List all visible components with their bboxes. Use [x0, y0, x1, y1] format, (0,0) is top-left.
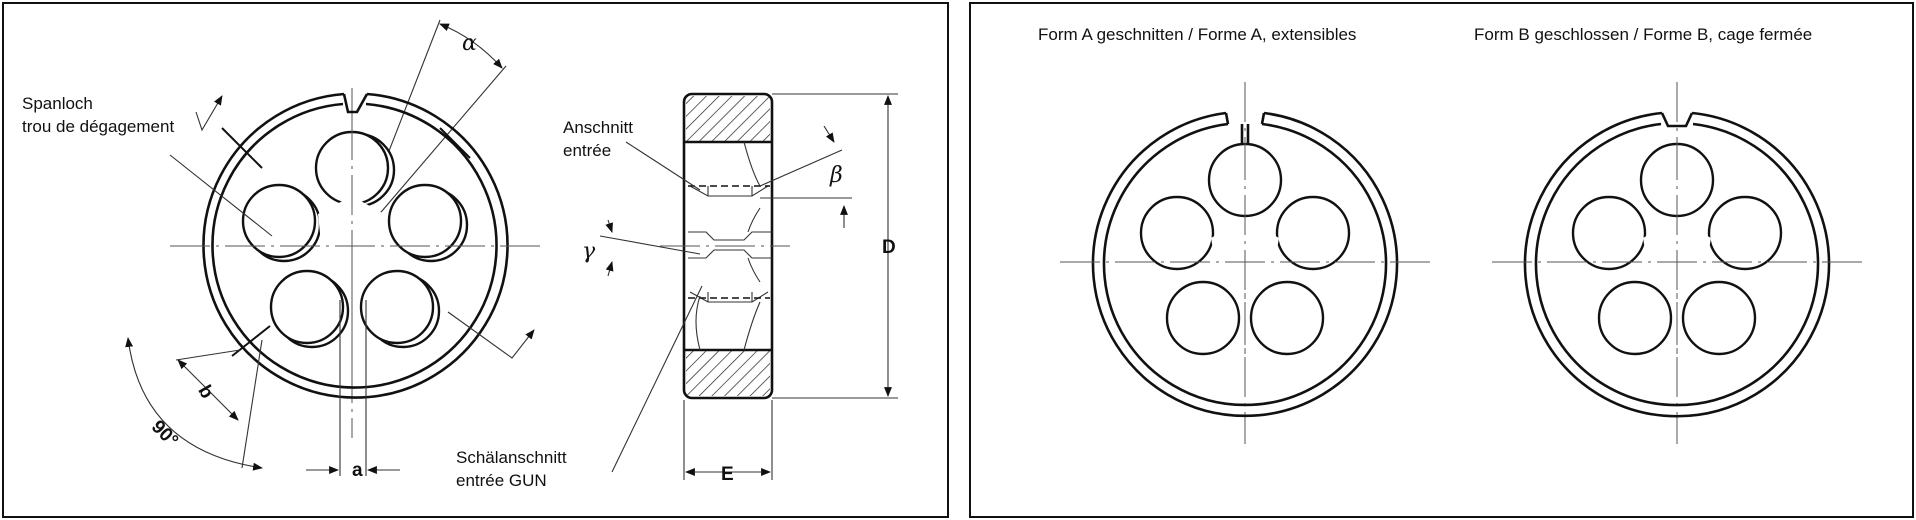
- gamma-line: [599, 235, 701, 255]
- schaelanschnitt-label-fr: entrée GUN: [456, 471, 547, 490]
- form-b-notch: [1660, 112, 1694, 128]
- schaelanschnitt-label: Schälanschnitt: [456, 448, 567, 467]
- form-b-inner-ring: [1534, 122, 1820, 407]
- anschnitt-label-fr: entrée: [563, 141, 611, 160]
- spanloch-label-fr: trou de dégagement: [22, 117, 174, 136]
- side-section-view: [599, 92, 898, 480]
- top-notch: [342, 93, 369, 114]
- form-b-outer-ring: [1523, 111, 1831, 418]
- outer-ring: [202, 92, 509, 399]
- beta-symbol: β: [829, 163, 843, 188]
- lower-chamfer: [689, 291, 769, 303]
- a-dimension-label: a: [352, 460, 363, 481]
- form-a-split: [1224, 112, 1266, 125]
- right-angle-arc: [125, 337, 263, 471]
- form-a-inner-ring: [1102, 122, 1388, 407]
- gun-entry-curve: [695, 295, 701, 351]
- b-dimension-label: b: [193, 382, 217, 403]
- center-bore: [688, 231, 772, 259]
- rotation-indicator: [447, 311, 535, 359]
- hatched-bottom: [686, 350, 770, 396]
- spanloch-label: Spanloch: [22, 94, 93, 113]
- form-b-chip-holes: [1571, 142, 1783, 356]
- inner-ring: [211, 102, 498, 389]
- right-angle-label: 90°: [147, 416, 182, 451]
- alpha-arc: [439, 23, 503, 69]
- gun-leader: [611, 285, 703, 473]
- form-a-outer-ring: [1091, 111, 1399, 418]
- upper-chamfer: [689, 185, 769, 197]
- chip-holes: [241, 130, 469, 349]
- front-view-die: [125, 19, 540, 476]
- spanloch-leader: [195, 95, 223, 132]
- form-a-die: [1060, 82, 1430, 444]
- hatched-top: [686, 96, 770, 142]
- d-dimension-label: D: [882, 237, 896, 258]
- gamma-symbol: γ: [582, 239, 596, 264]
- form-b-die: [1492, 82, 1862, 444]
- anschnitt-label: Anschnitt: [563, 118, 633, 137]
- form-b-caption: Form B geschlossen / Forme B, cage fermé…: [1474, 25, 1812, 44]
- form-a-slot: [1240, 124, 1250, 145]
- relief-curves: [743, 141, 761, 351]
- anschnitt-leader: [625, 141, 701, 191]
- beta-line-1: [759, 149, 843, 187]
- e-dimension-label: E: [721, 464, 734, 485]
- alpha-symbol: α: [462, 31, 477, 56]
- form-a-caption: Form A geschnitten / Forme A, extensible…: [1038, 25, 1356, 44]
